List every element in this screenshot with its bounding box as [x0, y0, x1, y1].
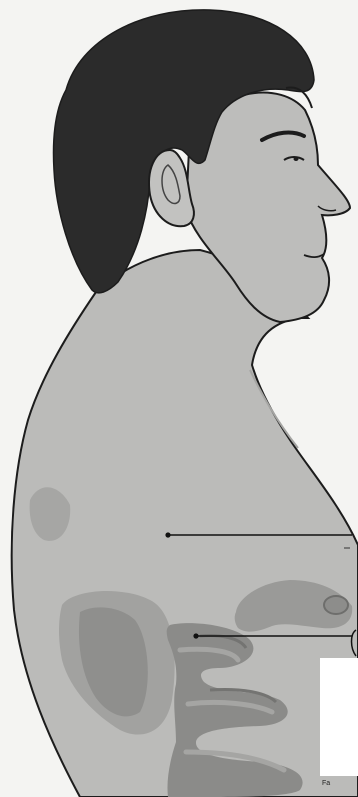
eye-pupil: [294, 157, 299, 161]
leader-dot-upper: [165, 532, 170, 537]
leader-dot-lower: [193, 633, 198, 638]
corner-mark: Fa: [322, 780, 330, 787]
small-organ-ring: [324, 596, 348, 614]
label-box: [320, 658, 358, 776]
